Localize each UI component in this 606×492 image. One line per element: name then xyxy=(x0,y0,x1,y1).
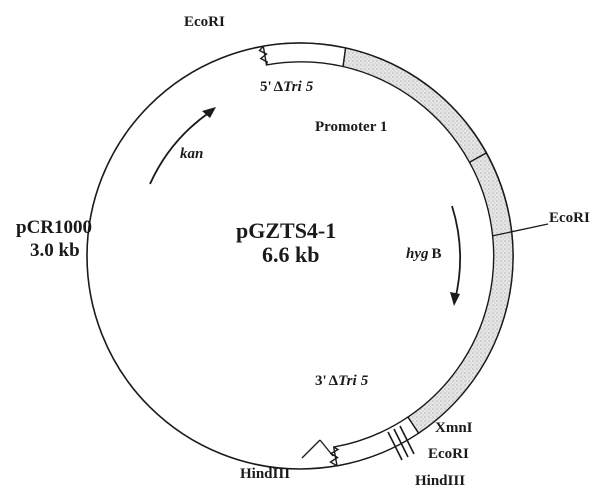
junction-bottom xyxy=(329,446,340,467)
hindiii-right-tick xyxy=(399,425,415,455)
tri5-5prime-segment xyxy=(262,42,347,68)
ecori-right-label: EcoRI xyxy=(549,210,590,226)
hygb-arrow xyxy=(451,205,461,301)
xmni-tick xyxy=(387,431,403,461)
kan-arrow xyxy=(149,111,211,185)
vector-name: pCR1000 xyxy=(16,217,92,238)
plasmid-size: 6.6 kb xyxy=(262,242,319,267)
vector-size: 3.0 kb xyxy=(30,240,80,261)
plasmid-name: pGZTS4-1 xyxy=(236,218,336,243)
tri5-3prime-segment xyxy=(332,416,420,467)
hygb-arrowhead xyxy=(450,292,460,306)
hindiii-right-label: HindIII xyxy=(415,473,465,489)
kan-arrowhead xyxy=(202,107,216,118)
hindiii-bottom-label: HindIII xyxy=(240,466,290,482)
hindiii-bottom-tick xyxy=(319,439,334,457)
hygb-segment xyxy=(406,152,514,435)
promoter-label: Promoter 1 xyxy=(315,119,387,135)
ecori-top-label: EcoRI xyxy=(184,14,225,30)
promoter-segment xyxy=(342,47,488,164)
kan-label: kan xyxy=(180,146,203,162)
hindiii-bottom-leader xyxy=(301,439,321,459)
ecori-right-tick xyxy=(491,223,549,237)
ecori-bottom-tick xyxy=(393,428,409,458)
ecori-bottom-label: EcoRI xyxy=(428,446,469,462)
junction-top xyxy=(258,45,269,66)
xmni-label: XmnI xyxy=(435,420,473,436)
